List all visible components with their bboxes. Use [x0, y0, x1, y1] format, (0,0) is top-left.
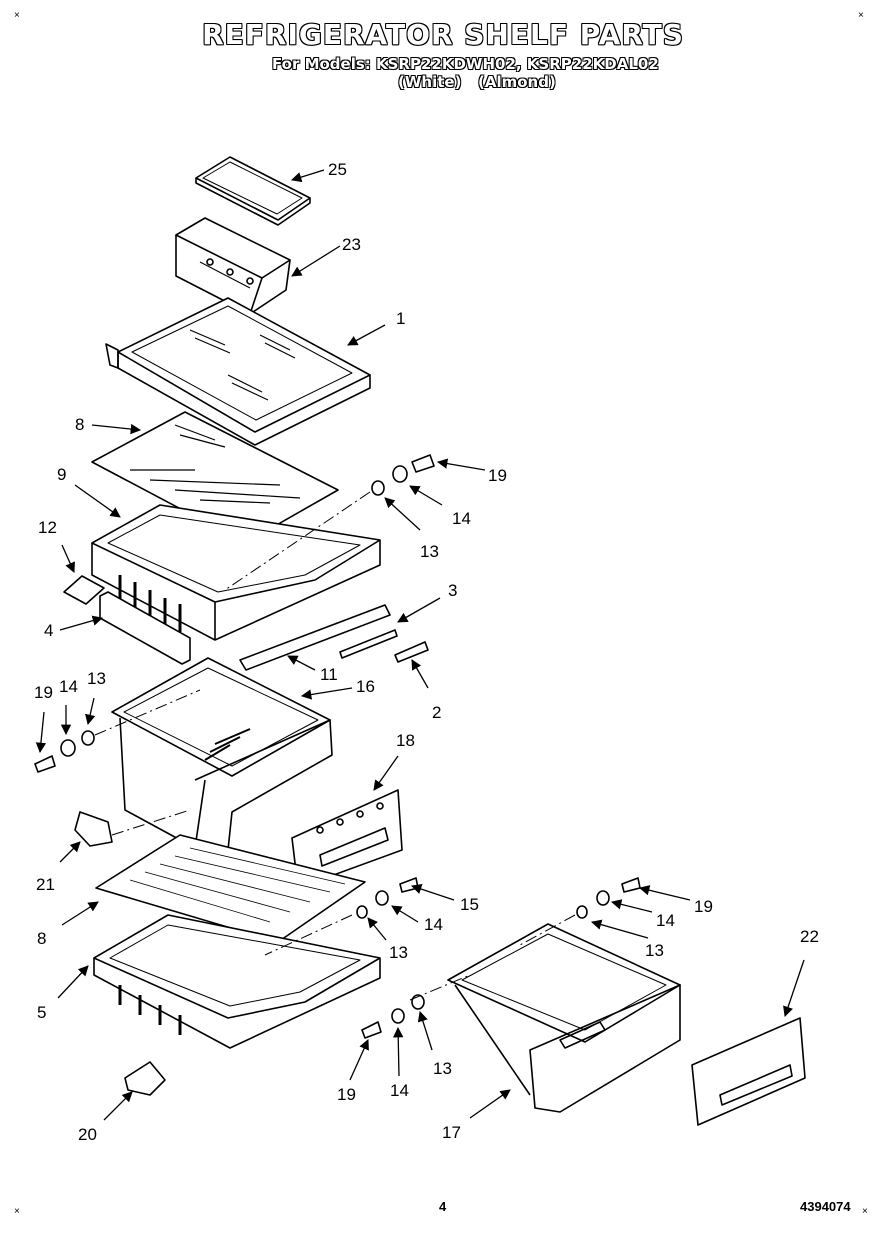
callout-13-d: 13 [645, 941, 664, 960]
callout-8-lower: 8 [37, 929, 46, 948]
part-23-storage-bin [175, 217, 291, 315]
part-22-right-drawer-front [691, 1017, 806, 1126]
callout-14-c: 14 [424, 915, 443, 934]
callout-14-d: 14 [656, 911, 675, 930]
callout-25: 25 [328, 160, 347, 179]
callout-21: 21 [36, 875, 55, 894]
leader-arrows [35, 169, 805, 1121]
doc-number: 4394074 [800, 1199, 851, 1214]
callout-19-b: 19 [34, 683, 53, 702]
hardware-screws-washers [34, 454, 641, 1039]
callout-14-e: 14 [390, 1081, 409, 1100]
part-12-support [63, 575, 105, 605]
callout-14-a: 14 [452, 509, 471, 528]
part-9-crisper-frame [91, 504, 381, 641]
part-11-rail [239, 604, 391, 671]
corner-mark-top-right: × [858, 10, 864, 21]
models-line: For Models: KSRP22KDWH02, KSRP22KDAL02 [272, 55, 659, 73]
callout-8-top: 8 [75, 415, 84, 434]
callout-13-c: 13 [389, 943, 408, 962]
part-20-clip [124, 1061, 166, 1096]
callout-3: 3 [448, 581, 457, 600]
callout-12: 12 [38, 518, 57, 537]
callout-23: 23 [342, 235, 361, 254]
callout-20: 20 [78, 1125, 97, 1144]
page-title: REFRIGERATOR SHELF PARTS [202, 18, 684, 51]
part-17-right-drawer [447, 923, 681, 1113]
callout-17: 17 [442, 1123, 461, 1142]
corner-mark-top-left: × [14, 10, 20, 21]
part-5-lower-frame [93, 914, 381, 1049]
callout-14-b: 14 [59, 677, 78, 696]
part-25-cover [195, 156, 311, 226]
callout-13-a: 13 [420, 542, 439, 561]
callout-18: 18 [396, 731, 415, 750]
callout-13-e: 13 [433, 1059, 452, 1078]
callout-19-d: 19 [337, 1085, 356, 1104]
callout-22: 22 [800, 927, 819, 946]
corner-mark-bottom-left: × [14, 1206, 20, 1217]
part-1-top-shelf [105, 297, 371, 446]
part-21-bracket [74, 811, 113, 847]
callout-5: 5 [37, 1003, 46, 1022]
callout-19-a: 19 [488, 466, 507, 485]
variant-white: (White) [398, 73, 462, 91]
part-3-clip [339, 629, 398, 659]
part-2-clip [394, 641, 429, 663]
callout-19-c: 19 [694, 897, 713, 916]
part-16-crisper-drawer [111, 657, 333, 851]
alignment-lines [94, 491, 576, 1001]
callout-4: 4 [44, 621, 53, 640]
callout-2: 2 [432, 703, 441, 722]
callout-9: 9 [57, 465, 66, 484]
callout-15: 15 [460, 895, 479, 914]
corner-mark-bottom-right: × [862, 1206, 868, 1217]
callout-11: 11 [320, 665, 338, 684]
page-number: 4 [439, 1199, 447, 1214]
part-8-glass-lower [95, 834, 366, 943]
callout-16: 16 [356, 677, 375, 696]
callout-labels: 25 23 1 8 19 9 14 13 12 3 4 11 2 19 14 1… [34, 160, 819, 1144]
variant-almond: (Almond) [478, 73, 556, 91]
callout-13-b: 13 [87, 669, 106, 688]
callout-1: 1 [396, 309, 405, 328]
